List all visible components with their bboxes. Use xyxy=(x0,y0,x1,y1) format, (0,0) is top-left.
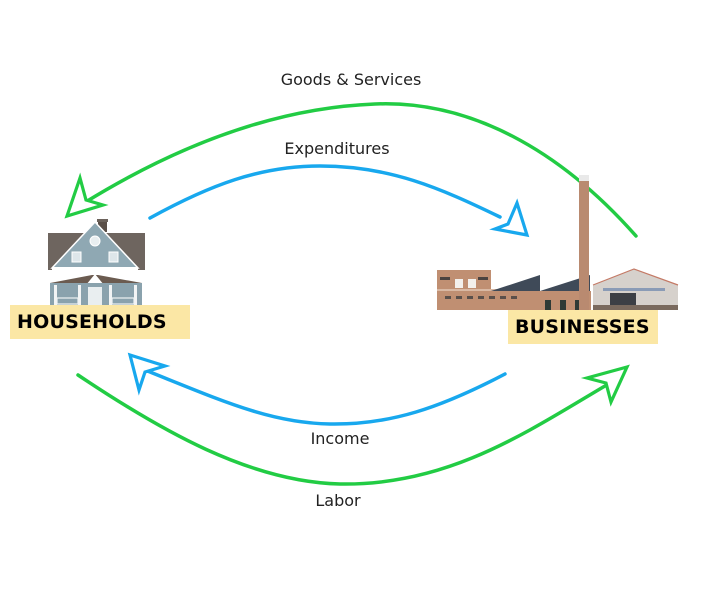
labor-arrowhead xyxy=(580,364,630,407)
flow-expenditures xyxy=(148,164,530,238)
flow-labor xyxy=(76,364,630,486)
income-label: Income xyxy=(310,429,370,448)
businesses-label: BUSINESSES xyxy=(508,310,658,344)
house-icon xyxy=(48,219,145,313)
labor-label: Labor xyxy=(315,491,361,510)
flow-income xyxy=(127,352,507,426)
goods-services-arc xyxy=(82,102,638,238)
flow-goods-services xyxy=(64,102,638,238)
labor-arc xyxy=(76,373,612,486)
expenditures-arrowhead xyxy=(489,198,530,238)
goods-services-label: Goods & Services xyxy=(280,70,422,89)
goods-services-arrowhead xyxy=(64,172,109,219)
expenditures-label: Expenditures xyxy=(284,139,390,158)
expenditures-arc xyxy=(148,164,502,220)
factory-icon xyxy=(437,175,679,310)
income-arrowhead xyxy=(127,352,171,396)
households-label: HOUSEHOLDS xyxy=(10,305,190,339)
income-arc xyxy=(143,368,507,426)
